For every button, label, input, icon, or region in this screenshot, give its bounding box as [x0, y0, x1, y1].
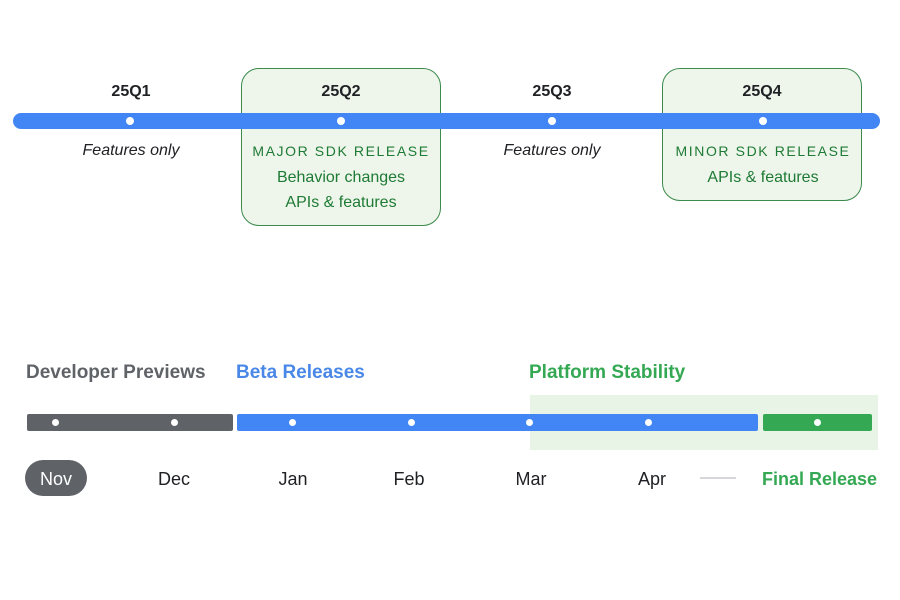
quarter-dot-q2 [337, 117, 345, 125]
major-sdk-release-label: MAJOR SDK RELEASE [252, 143, 430, 159]
current-month-pill [25, 460, 87, 496]
q2-apis-features-text: APIs & features [285, 194, 397, 211]
q4-apis-features-text: APIs & features [707, 169, 819, 186]
phase-developer-previews: Developer Previews [26, 362, 206, 383]
month-dot-nov [52, 419, 59, 426]
month-label-feb: Feb [393, 469, 425, 489]
month-label-mar: Mar [515, 469, 547, 489]
final-release-connector [700, 477, 736, 479]
month-dot-final [814, 419, 821, 426]
quarter-dot-q1 [126, 117, 134, 125]
month-label-jan: Jan [278, 469, 308, 489]
quarter-label-q2: 25Q2 [321, 83, 361, 100]
quarter-label-q4: 25Q4 [742, 83, 782, 100]
month-dot-mar [526, 419, 533, 426]
q3-features-only: Features only [503, 142, 601, 159]
month-label-nov: Nov [39, 469, 72, 489]
phase-beta-releases: Beta Releases [236, 362, 365, 383]
quarter-timeline-bar [13, 113, 880, 129]
month-label-dec: Dec [157, 469, 190, 489]
minor-sdk-release-label: MINOR SDK RELEASE [675, 143, 851, 159]
q1-features-only: Features only [82, 142, 180, 159]
behavior-changes-text: Behavior changes [276, 169, 406, 186]
month-label-apr: Apr [637, 469, 666, 489]
quarter-label-q1: 25Q1 [111, 83, 151, 100]
major-release-box [241, 68, 441, 226]
minor-release-box [662, 68, 862, 201]
month-dot-jan [289, 419, 296, 426]
quarter-dot-q3 [548, 117, 556, 125]
quarter-label-q3: 25Q3 [532, 83, 572, 100]
month-dot-dec [171, 419, 178, 426]
beta-releases-segment [237, 414, 758, 431]
final-release-label: Final Release [762, 469, 878, 489]
phase-platform-stability: Platform Stability [529, 362, 686, 383]
quarter-dot-q4 [759, 117, 767, 125]
month-dot-feb [408, 419, 415, 426]
developer-previews-segment [27, 414, 233, 431]
month-dot-apr [645, 419, 652, 426]
